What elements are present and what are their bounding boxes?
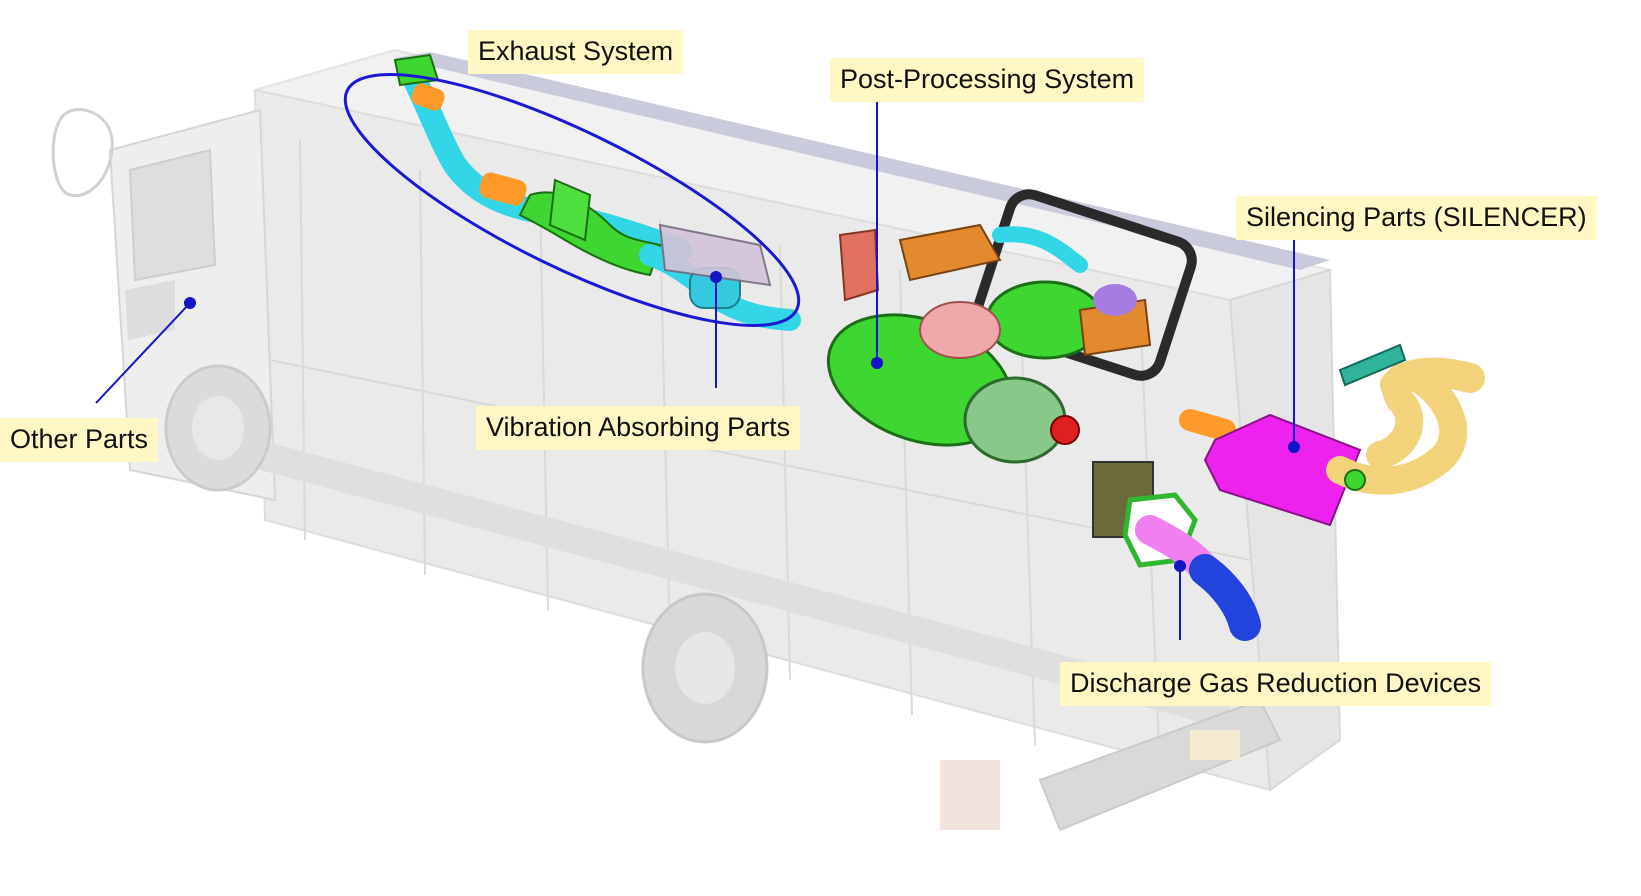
silencer-body <box>1203 413 1362 527</box>
manifold-flange <box>393 53 440 87</box>
dpf-end-cap <box>963 376 1067 464</box>
leader-dot-post-processing <box>871 357 883 369</box>
leader-lines <box>95 102 1300 640</box>
callout-vibration-absorbing-parts: Vibration Absorbing Parts <box>476 406 801 450</box>
callout-silencing-parts: Silencing Parts (SILENCER) <box>1236 196 1597 240</box>
tailpipe-outlet <box>1380 357 1485 400</box>
pipe-coupling-orange-2 <box>479 172 527 206</box>
cab-grille <box>125 280 175 340</box>
rear-wheel-hub <box>675 632 735 704</box>
front-wheel-hub <box>192 396 244 460</box>
leader-dot-silencing <box>1288 441 1300 453</box>
scr-connector-pipe <box>992 226 1088 273</box>
green-bracket-upper <box>548 178 592 242</box>
mirror-outline <box>51 108 114 198</box>
leader-other-parts <box>95 302 191 404</box>
exhaust-system-highlight <box>343 73 801 327</box>
leader-dot-other-parts <box>184 297 196 309</box>
callout-other-parts: Other Parts <box>0 418 159 462</box>
tailpipe-inlet <box>1179 409 1236 441</box>
cab-windshield <box>128 148 217 282</box>
orange-bracket-top <box>898 223 1002 282</box>
salmon-bracket-left <box>838 228 880 302</box>
dpf-sensor <box>1050 415 1080 445</box>
silencer-clamp <box>1344 469 1366 491</box>
purple-fitting <box>1093 284 1137 316</box>
leader-dot-discharge <box>1174 560 1186 572</box>
vibration-bracket <box>658 223 772 287</box>
exhaust-components <box>393 53 1485 641</box>
callout-exhaust-system: Exhaust System <box>468 30 684 74</box>
silencer-hanger <box>1338 343 1407 387</box>
callout-discharge-gas-reduction-devices: Discharge Gas Reduction Devices <box>1060 662 1492 706</box>
leader-dot-vibration <box>710 271 722 283</box>
discharge-outlet <box>1189 554 1261 641</box>
tail-light-right <box>1190 730 1240 760</box>
chassis-rail <box>260 440 1230 730</box>
tail-light-left <box>940 760 1000 830</box>
callout-post-processing-system: Post-Processing System <box>830 58 1145 102</box>
scr-canister-pink <box>919 301 1001 359</box>
pipe-coupling-orange-1 <box>411 83 445 111</box>
